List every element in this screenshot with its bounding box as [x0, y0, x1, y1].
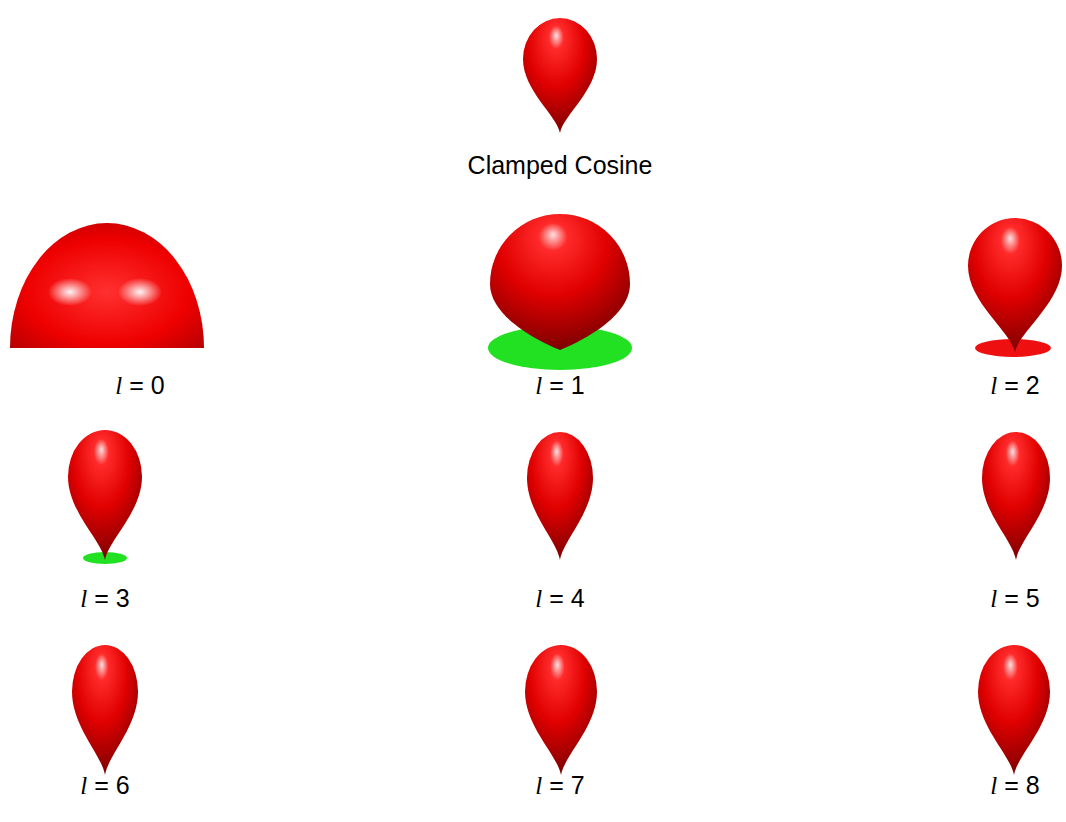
- lobe-shape: [982, 432, 1050, 560]
- order-label: l = 3: [80, 584, 129, 614]
- highlight: [118, 278, 162, 306]
- order-label: l = 4: [535, 584, 584, 614]
- order-label: l = 6: [80, 771, 129, 801]
- order-label: l = 5: [990, 584, 1039, 614]
- hemisphere-shape: [10, 223, 204, 348]
- lobe-shape: [525, 645, 597, 775]
- lobe-shape: [490, 214, 630, 350]
- order-label: l = 1: [535, 371, 584, 401]
- lobe-shape: [978, 645, 1050, 775]
- lobe-shape: [72, 645, 138, 775]
- lobe-shape: [968, 218, 1062, 352]
- lobe-shape: [68, 430, 142, 560]
- lobe-shape: [523, 18, 597, 133]
- highlight: [48, 278, 92, 306]
- order-label: l = 7: [535, 771, 584, 801]
- figure-label: Clamped Cosine: [468, 151, 653, 180]
- order-label: l = 2: [990, 371, 1039, 401]
- order-label: l = 8: [990, 771, 1039, 801]
- order-label: l = 0: [115, 371, 164, 401]
- lobe-shape: [527, 432, 593, 560]
